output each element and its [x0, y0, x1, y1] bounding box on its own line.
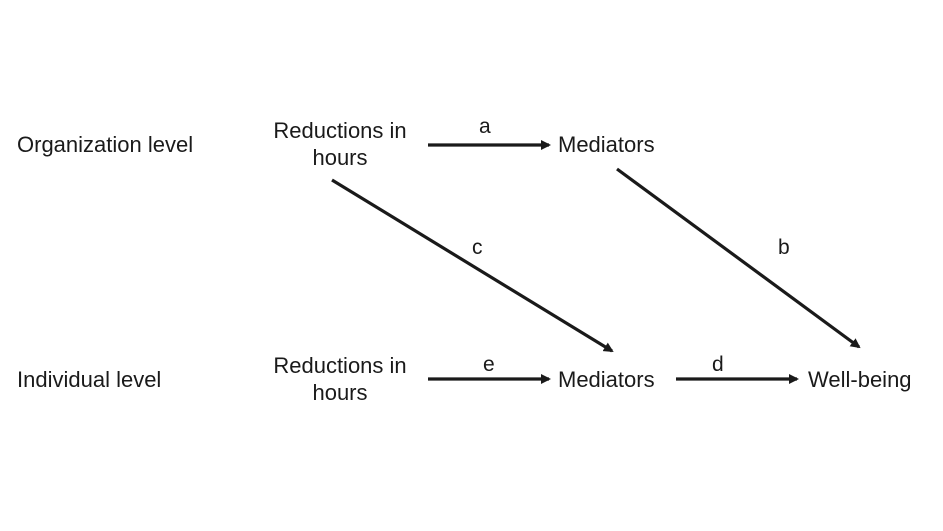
ind-reductions-in-hours-node: Reductions in hours — [260, 352, 420, 406]
ind-hours-line2: hours — [312, 380, 368, 405]
organization-level-label: Organization level — [17, 132, 194, 157]
path-label-e: e — [483, 353, 495, 376]
org-mediators-node: Mediators — [558, 132, 655, 157]
arrow-b — [616, 167, 861, 349]
org-hours-line1: Reductions in — [273, 118, 407, 143]
ind-mediators-node: Mediators — [558, 367, 655, 392]
arrow-c — [331, 178, 614, 353]
org-reductions-in-hours-node: Reductions in hours — [260, 117, 420, 171]
path-label-d: d — [712, 353, 724, 376]
individual-level-label: Individual level — [17, 367, 162, 392]
path-label-b: b — [778, 236, 790, 259]
ind-hours-line1: Reductions in — [273, 353, 407, 378]
org-hours-line2: hours — [312, 145, 368, 170]
path-label-c: c — [472, 236, 483, 259]
path-label-a: a — [479, 115, 491, 138]
wellbeing-node: Well-being — [808, 367, 912, 392]
